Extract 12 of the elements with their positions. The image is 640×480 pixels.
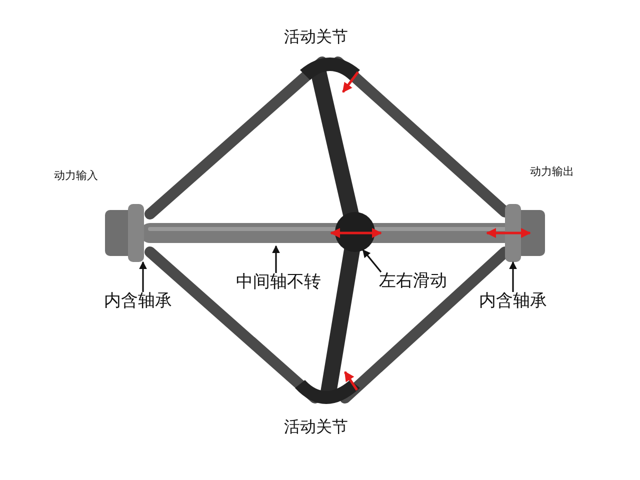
leader-arrow <box>272 245 280 273</box>
leader-arrow <box>139 261 147 292</box>
part-label: 左右滑动 <box>379 271 447 291</box>
part-label: 动力输入 <box>54 169 98 182</box>
leader-arrow <box>362 249 382 272</box>
part-label: 动力输出 <box>530 165 574 178</box>
part-label: 活动关节 <box>284 27 348 46</box>
part-label: 内含轴承 <box>479 291 547 311</box>
part-label: 中间轴不转 <box>236 272 321 292</box>
part-label: 活动关节 <box>284 417 348 436</box>
part-label: 内含轴承 <box>104 291 172 311</box>
leader-arrow <box>509 261 517 292</box>
